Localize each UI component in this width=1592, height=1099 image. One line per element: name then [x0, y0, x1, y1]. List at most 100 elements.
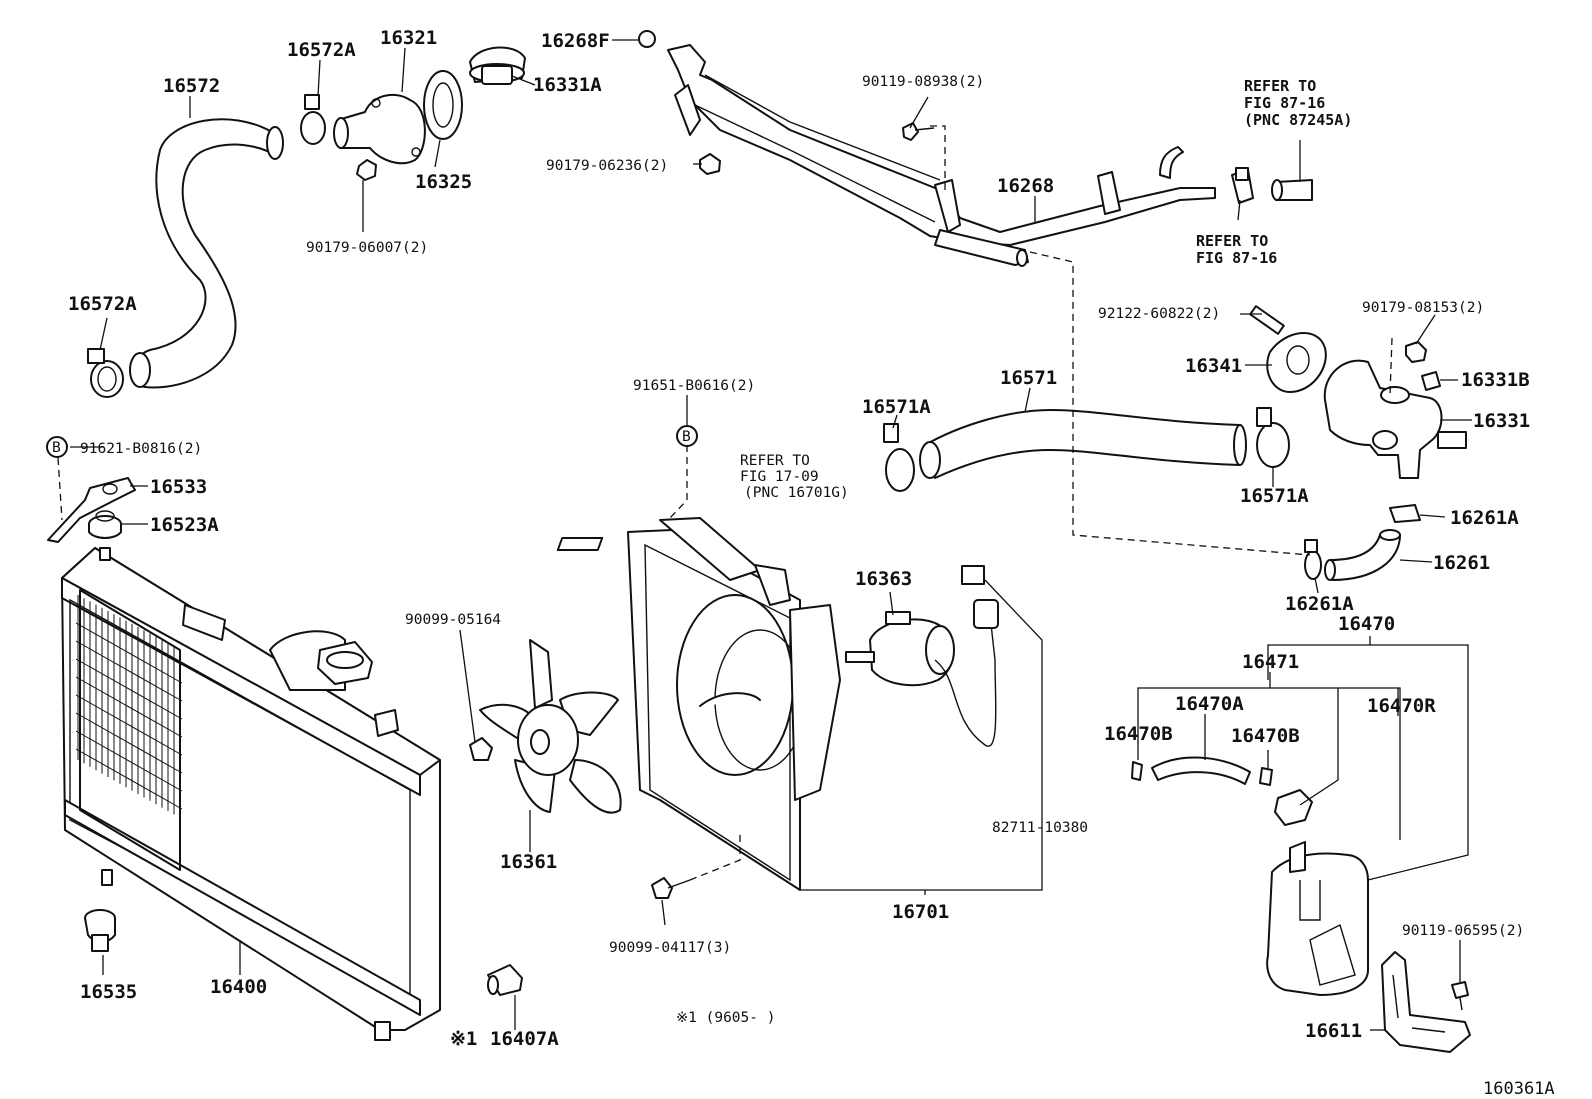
hose-16261 — [1329, 534, 1401, 581]
clamp-refer-fig-87-16 — [1231, 167, 1254, 204]
label-16331: 16331 — [1473, 410, 1530, 432]
label-16571: 16571 — [1000, 367, 1057, 389]
label-16571A-left: 16571A — [862, 396, 931, 418]
radiator-fin — [75, 622, 183, 684]
refer-notes: REFER TO FIG 87-16 (PNC 87245A) REFER TO… — [740, 77, 1352, 501]
label-16261: 16261 — [1433, 552, 1490, 574]
stud-92122-60822 — [1249, 305, 1285, 335]
label-16268F: 16268F — [541, 30, 610, 52]
label-90099-04117: 90099-04117(3) — [609, 940, 731, 956]
radiator-16400 — [61, 547, 441, 1041]
gasket-16341 — [1266, 332, 1327, 393]
nut-90179-08153 — [1405, 341, 1427, 363]
label-16470A: 16470A — [1175, 693, 1244, 715]
label-16331A: 16331A — [533, 74, 602, 96]
hose-clamp-16572A-left — [87, 348, 124, 398]
label-90179-08153: 90179-08153(2) — [1362, 300, 1484, 316]
label-90099-05164: 90099-05164 — [405, 612, 501, 628]
label-16470B-left: 16470B — [1104, 723, 1173, 745]
label-16572A-top: 16572A — [287, 39, 356, 61]
callout-b-center-text: B — [682, 429, 691, 445]
label-16533: 16533 — [150, 476, 207, 498]
label-16361: 16361 — [500, 851, 557, 873]
refer-fig-17-09-line1: REFER TO — [740, 453, 810, 469]
label-16407A-mark: ※1 — [450, 1028, 477, 1050]
leader-lines — [70, 39, 1472, 1031]
radiator-fin — [75, 676, 183, 738]
label-16268: 16268 — [997, 175, 1054, 197]
clip-16470B-right — [1259, 767, 1273, 786]
part-labels: 16572 16572A 16321 16325 16331A 16268F 1… — [68, 27, 1530, 1050]
refer-fig-17-09-line2: FIG 17-09 — [740, 469, 819, 485]
label-16470R: 16470R — [1367, 695, 1436, 717]
label-16470B-right: 16470B — [1231, 725, 1300, 747]
label-16261A-top: 16261A — [1450, 507, 1519, 529]
label-90119-06595: 90119-06595(2) — [1402, 923, 1524, 939]
radiator-inlet-hose-assembly — [87, 46, 526, 398]
cushion-16535 — [84, 909, 116, 952]
label-16331B: 16331B — [1461, 369, 1530, 391]
diagram-id: 160361A — [1483, 1079, 1555, 1099]
hose-clamp-16572A-top — [300, 94, 326, 145]
overflow-hose-16470A — [1151, 756, 1251, 785]
label-16325: 16325 — [415, 171, 472, 193]
bolt-90119-06595 — [1451, 981, 1469, 1011]
label-16571A-right: 16571A — [1240, 485, 1309, 507]
bolt-90119-08938 — [902, 122, 935, 141]
radiator-fin — [75, 604, 183, 666]
label-91651-B0616: 91651-B0616(2) — [633, 378, 755, 394]
label-16321: 16321 — [380, 27, 437, 49]
bracket-16611 — [1381, 951, 1471, 1053]
fan-shroud-16701 — [556, 517, 841, 891]
water-bypass-pipe-16268 — [638, 30, 1313, 267]
label-90179-06007: 90179-06007(2) — [306, 240, 428, 256]
dashed-guides — [57, 125, 1393, 881]
label-16470: 16470 — [1338, 613, 1395, 635]
refer-pnc-87245A-line1: REFER TO — [1244, 77, 1316, 95]
reservoir-tank-16470 — [1131, 756, 1369, 996]
o-ring-16268F — [638, 30, 656, 48]
nut-90099-05164 — [469, 737, 493, 761]
radiator-fin — [75, 730, 183, 792]
cooling-fan-16361 — [479, 639, 622, 814]
label-16363: 16363 — [855, 568, 912, 590]
water-outlet-16331 — [1323, 359, 1467, 479]
refer-pnc-87245A-line2: FIG 87-16 — [1244, 94, 1325, 112]
radiator-fin — [75, 748, 183, 810]
upper-support-16533 — [47, 477, 136, 543]
refer-fig-87-16-line2: FIG 87-16 — [1196, 249, 1277, 267]
label-16341: 16341 — [1185, 355, 1242, 377]
plug-16331B — [1421, 371, 1441, 391]
water-inlet-16321 — [333, 93, 426, 165]
reservoir-cap-16470R — [1274, 789, 1313, 826]
nut-90179-06236 — [699, 153, 721, 175]
label-16523A: 16523A — [150, 514, 219, 536]
label-16471: 16471 — [1242, 651, 1299, 673]
radiator-fin — [75, 712, 183, 774]
wire-harness-82711-10380 — [934, 565, 999, 747]
hose-clamp-16261A-bottom — [1304, 539, 1322, 580]
gasket-16325 — [423, 70, 463, 140]
inlet-hose-16572 — [132, 118, 276, 389]
label-16535: 16535 — [80, 981, 137, 1003]
radiator-fin — [75, 640, 183, 702]
label-16572: 16572 — [163, 75, 220, 97]
label-16400: 16400 — [210, 976, 267, 998]
fastener-labels: 90179-06007(2) 90179-06236(2) 90119-0893… — [80, 74, 1524, 956]
cushion-16523A — [88, 510, 122, 539]
outlet-hose-16571 — [924, 409, 1241, 479]
label-16572A-left: 16572A — [68, 293, 137, 315]
drain-cock-16407A — [487, 964, 523, 996]
hose-clamp-16571A-left — [883, 423, 915, 492]
thermostat-16331A — [469, 46, 526, 85]
refer-pnc-87245A-line3: (PNC 87245A) — [1244, 111, 1352, 129]
fig-17-09-label-plate — [556, 537, 604, 551]
radiator-fin — [75, 658, 183, 720]
hose-clamp-16571A-right — [1256, 407, 1290, 468]
label-16611: 16611 — [1305, 1020, 1362, 1042]
radiator-core-fins — [75, 595, 183, 818]
label-16701: 16701 — [892, 901, 949, 923]
callout-b-left-text: B — [52, 440, 61, 456]
label-90179-06236: 90179-06236(2) — [546, 158, 668, 174]
